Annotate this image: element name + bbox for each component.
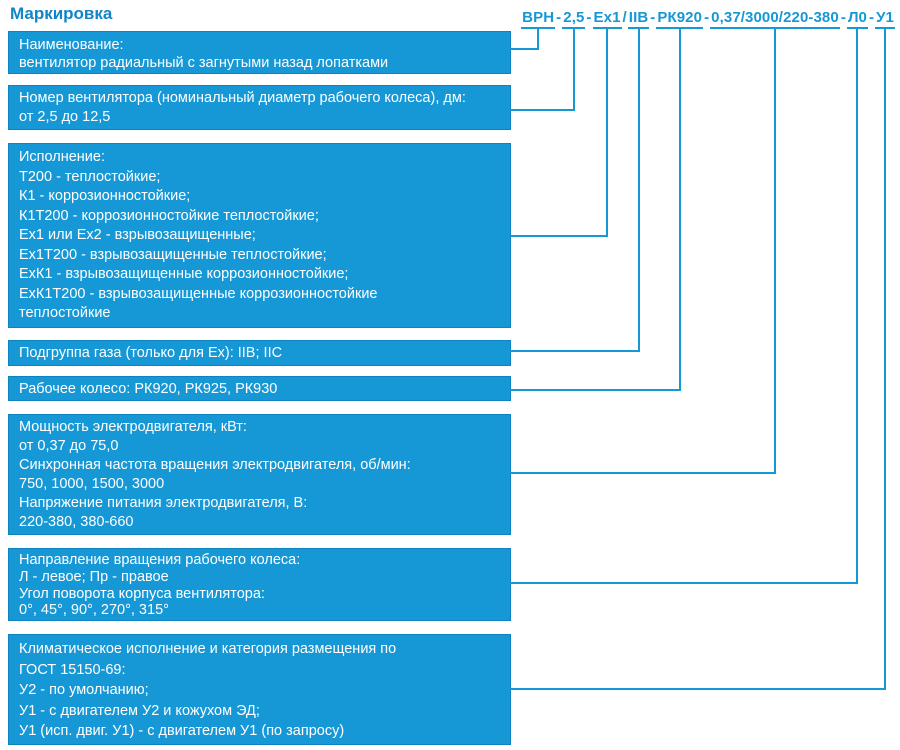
code-segment-motor: 0,37/3000/220-380	[710, 9, 840, 29]
code-separator: -	[840, 9, 846, 26]
code-segment-gas-subgroup: IIB	[627, 9, 650, 29]
spec-box-version: Исполнение: Т200 - теплостойкие; К1 - ко…	[8, 143, 511, 328]
code-segment-impeller: РК920	[656, 9, 704, 29]
code-segment-version: Ex1	[592, 9, 622, 29]
connector-line-horizontal	[509, 350, 640, 352]
code-segment-series: ВРН	[521, 9, 556, 29]
page-title: Маркировка	[10, 4, 113, 23]
code-separator: -	[650, 9, 656, 26]
code-separator: -	[556, 9, 562, 26]
connector-line-vertical	[774, 29, 776, 474]
connector-line-vertical	[537, 29, 539, 50]
connector-line-vertical	[679, 29, 681, 391]
connector-line-vertical	[573, 29, 575, 111]
connector-line-vertical	[638, 29, 640, 352]
spec-box-rotation: Направление вращения рабочего колеса: Л …	[8, 548, 511, 621]
code-segment-size: 2,5	[562, 9, 586, 29]
connector-line-vertical	[606, 29, 608, 237]
code-segment-rotation: Л0	[846, 9, 869, 29]
connector-line-horizontal	[509, 389, 681, 391]
connector-line-horizontal	[509, 582, 858, 584]
spec-box-climatic: Климатическое исполнение и категория раз…	[8, 634, 511, 745]
connector-line-vertical	[884, 29, 886, 690]
code-separator: -	[704, 9, 710, 26]
marking-code: ВРН-2,5-Ex1/IIB-РК920-0,37/3000/220-380-…	[521, 9, 895, 29]
connector-line-horizontal	[509, 48, 539, 50]
code-segment-climatic: У1	[875, 9, 895, 29]
connector-line-horizontal	[509, 472, 776, 474]
spec-box-impeller: Рабочее колесо: РК920, РК925, РК930	[8, 376, 511, 401]
code-separator: /	[622, 9, 627, 26]
spec-box-fan-number: Номер вентилятора (номинальный диаметр р…	[8, 85, 511, 130]
code-separator: -	[586, 9, 592, 26]
code-separator: -	[869, 9, 875, 26]
spec-box-motor: Мощность электродвигателя, кВт: от 0,37 …	[8, 414, 511, 535]
spec-box-gas-subgroup: Подгруппа газа (только для Ex): IIB; IIC	[8, 340, 511, 366]
connector-line-horizontal	[509, 109, 575, 111]
connector-line-horizontal	[509, 235, 608, 237]
spec-box-designation: Наименование: вентилятор радиальный с за…	[8, 31, 511, 74]
connector-line-horizontal	[509, 688, 886, 690]
connector-line-vertical	[856, 29, 858, 584]
